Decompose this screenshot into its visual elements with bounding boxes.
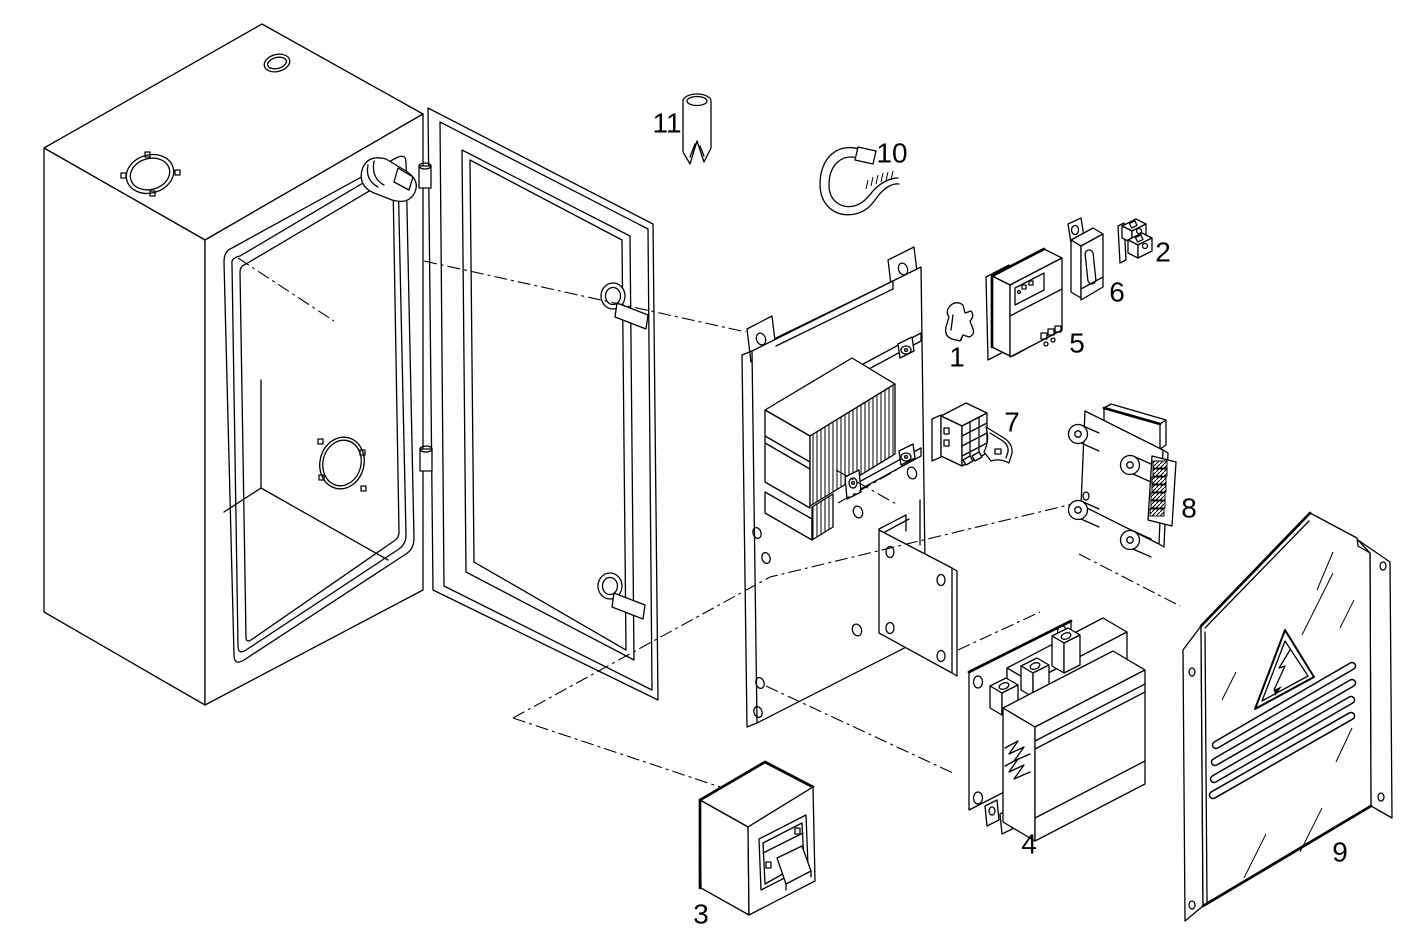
callout-3: 3 — [693, 899, 709, 930]
callout-11: 11 — [652, 108, 681, 139]
callout-2: 2 — [1155, 237, 1171, 268]
high-voltage-warning-icon — [1254, 629, 1315, 710]
hinge-pin — [418, 162, 433, 472]
door-latch-lower — [597, 572, 646, 620]
part-8-circuit-board — [1067, 403, 1177, 558]
standoff — [1067, 423, 1152, 558]
door-latch-upper — [600, 282, 649, 330]
vent-slots — [1208, 661, 1357, 800]
part-4-contactor — [967, 617, 1146, 842]
din-rail-lower — [844, 443, 922, 500]
enclosure-box — [43, 23, 424, 706]
assembly-centerlines — [237, 257, 1181, 807]
part-2-terminal-block — [1117, 218, 1153, 264]
callout-7: 7 — [1004, 407, 1020, 438]
knockout-hole-small — [263, 53, 291, 73]
panel-holes — [752, 466, 918, 719]
callout-5: 5 — [1069, 328, 1085, 359]
callout-8: 8 — [1181, 493, 1197, 524]
part-1-clip — [944, 302, 975, 342]
cable-gland — [360, 157, 417, 203]
part-10-cable-tie — [819, 146, 900, 216]
knockout-hole-large — [120, 151, 181, 197]
enclosure-door — [418, 107, 659, 701]
callout-1: 1 — [949, 342, 965, 373]
part-5-relay-module — [985, 247, 1063, 361]
callout-9: 9 — [1332, 837, 1348, 868]
mounting-panel — [741, 246, 958, 728]
callouts: 1 2 3 4 5 6 7 8 9 10 11 — [652, 108, 1347, 930]
callout-6: 6 — [1109, 277, 1125, 308]
terminal-lug — [989, 627, 1081, 716]
part-11-anchor-plug — [682, 93, 712, 165]
l-bracket — [878, 499, 958, 677]
part-3-housing — [698, 760, 816, 916]
callout-4: 4 — [1021, 829, 1037, 860]
part-6-fuse-holder — [1067, 217, 1104, 301]
enclosure-interior — [223, 379, 389, 561]
part-9-protective-cover — [1182, 511, 1393, 922]
transformer — [764, 357, 896, 541]
callout-10: 10 — [876, 138, 907, 169]
part-7-connector — [931, 402, 1013, 467]
